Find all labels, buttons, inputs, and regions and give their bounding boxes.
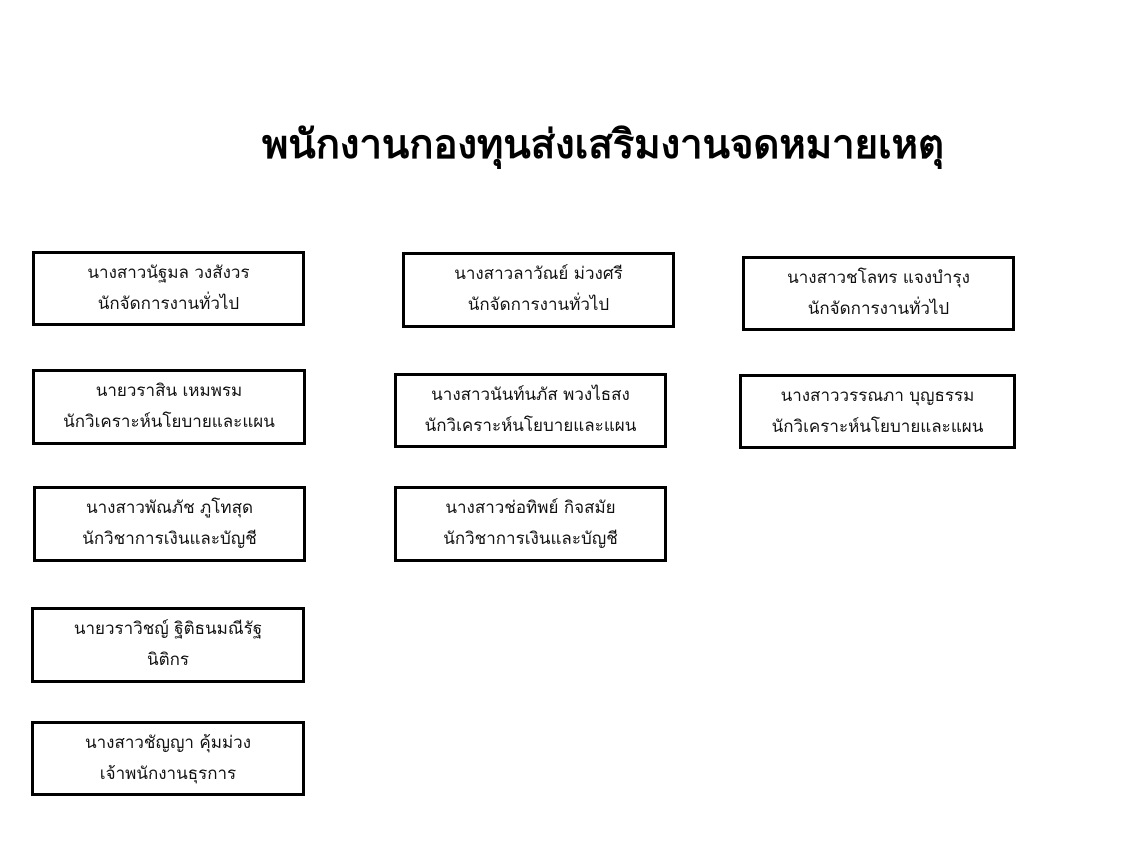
staff-position: นักวิเคราะห์นโยบายและแผน <box>63 412 275 432</box>
staff-name: นางสาวพัณภัช ภูโทสุด <box>85 498 254 518</box>
staff-card: นางสาวชัญญา คุ้มม่วงเจ้าพนักงานธุรการ <box>31 721 305 796</box>
staff-position: นักจัดการงานทั่วไป <box>467 295 610 315</box>
staff-card: นางสาววรรณภา บุญธรรมนักวิเคราะห์นโยบายแล… <box>739 374 1016 449</box>
staff-name: นางสาวนัฐมล วงสังวร <box>87 262 250 283</box>
staff-position: นิติกร <box>146 650 190 670</box>
staff-card: นายวราวิชญ์ ฐิติธนมณีรัฐนิติกร <box>31 607 305 683</box>
staff-position: นักจัดการงานทั่วไป <box>807 298 950 319</box>
staff-card: นางสาวนันท์นภัส พวงไธสงนักวิเคราะห์นโยบา… <box>394 373 667 448</box>
staff-name: นายวราสิน เหมพรม <box>95 381 243 401</box>
staff-card: นางสาวนัฐมล วงสังวรนักจัดการงานทั่วไป <box>32 251 305 326</box>
staff-card: นางสาวพัณภัช ภูโทสุดนักวิชาการเงินและบัญ… <box>33 486 306 562</box>
staff-position: นักวิชาการเงินและบัญชี <box>443 529 618 549</box>
staff-name: นางสาววรรณภา บุญธรรม <box>780 385 975 406</box>
staff-position: นักจัดการงานทั่วไป <box>97 293 240 314</box>
staff-name: นางสาวลาวัณย์ ม่วงศรี <box>454 264 623 284</box>
staff-name: นางสาวชัญญา คุ้มม่วง <box>84 732 252 753</box>
staff-position: นักวิชาการเงินและบัญชี <box>82 529 257 549</box>
staff-position: เจ้าพนักงานธุรการ <box>99 763 237 784</box>
staff-position: นักวิเคราะห์นโยบายและแผน <box>771 416 984 437</box>
page-title: พนักงานกองทุนส่งเสริมงานจดหมายเหตุ <box>261 121 945 168</box>
staff-card: นายวราสิน เหมพรมนักวิเคราะห์นโยบายและแผน <box>32 369 306 445</box>
staff-name: นางสาวชโลทร แจงบำรุง <box>787 267 970 288</box>
staff-position: นักวิเคราะห์นโยบายและแผน <box>424 415 637 436</box>
staff-name: นายวราวิชญ์ ฐิติธนมณีรัฐ <box>73 619 263 639</box>
staff-name: นางสาวนันท์นภัส พวงไธสง <box>431 384 630 405</box>
staff-name: นางสาวช่อทิพย์ กิจสมัย <box>445 498 616 518</box>
staff-card: นางสาวชโลทร แจงบำรุงนักจัดการงานทั่วไป <box>742 256 1015 331</box>
staff-card: นางสาวช่อทิพย์ กิจสมัยนักวิชาการเงินและบ… <box>394 486 667 562</box>
staff-card: นางสาวลาวัณย์ ม่วงศรีนักจัดการงานทั่วไป <box>402 252 675 328</box>
